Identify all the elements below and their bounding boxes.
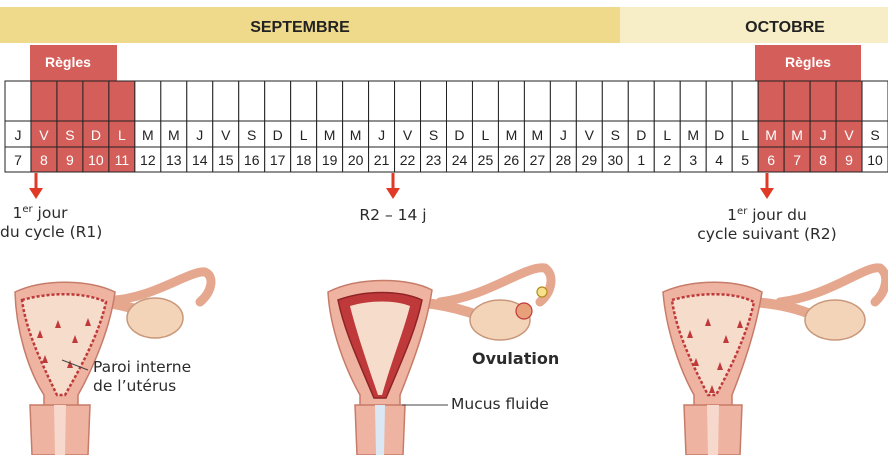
- arrow-r2-head: [760, 188, 774, 199]
- ovary-right: [805, 300, 865, 340]
- day-letter: L: [482, 127, 490, 143]
- month-label-october: OCTOBRE: [745, 19, 825, 36]
- arrow-mid-head: [386, 188, 400, 199]
- day-number: 18: [296, 152, 312, 168]
- ovum-icon: [537, 287, 547, 297]
- ovulation-label: Ovulation: [472, 349, 559, 368]
- day-number: 3: [689, 152, 697, 168]
- day-letter: M: [765, 127, 777, 143]
- day-letter: M: [532, 127, 544, 143]
- day-number: 26: [504, 152, 520, 168]
- day-number: 1: [637, 152, 645, 168]
- day-letter: S: [247, 127, 256, 143]
- day-number: 17: [270, 152, 286, 168]
- wall-label: Paroi internede l’utérus: [93, 358, 191, 396]
- ovary-left: [127, 298, 183, 338]
- day-letter: V: [39, 127, 49, 143]
- day-letter: S: [429, 127, 438, 143]
- day-number: 21: [374, 152, 390, 168]
- marker-mid-label: R2 – 14 j: [338, 206, 448, 225]
- day-number: 9: [845, 152, 853, 168]
- day-letter: D: [273, 127, 283, 143]
- day-number: 30: [608, 152, 624, 168]
- day-number: 13: [166, 152, 182, 168]
- day-number: 28: [556, 152, 572, 168]
- day-number: 6: [767, 152, 775, 168]
- day-number: 25: [478, 152, 494, 168]
- day-letter: D: [636, 127, 646, 143]
- day-letter: L: [741, 127, 749, 143]
- day-number: 8: [40, 152, 48, 168]
- day-letter: M: [168, 127, 180, 143]
- day-letter: M: [687, 127, 699, 143]
- day-letter: D: [714, 127, 724, 143]
- day-number: 29: [582, 152, 598, 168]
- day-letter: L: [300, 127, 308, 143]
- period-label-september: Règles: [45, 54, 91, 70]
- marker-r2-label: 1er jour du cycle suivant (R2): [672, 206, 862, 244]
- day-letter: M: [506, 127, 518, 143]
- day-number: 11: [115, 152, 130, 168]
- day-letter: L: [663, 127, 671, 143]
- day-number: 22: [400, 152, 416, 168]
- day-number: 19: [322, 152, 338, 168]
- marker-arrows: [29, 173, 774, 199]
- day-number: 24: [452, 152, 468, 168]
- day-letter: J: [560, 127, 567, 143]
- day-letter: S: [611, 127, 620, 143]
- day-number: 5: [741, 152, 749, 168]
- day-number: 10: [88, 152, 104, 168]
- day-number: 12: [140, 152, 156, 168]
- day-letter: S: [870, 127, 879, 143]
- day-number: 20: [348, 152, 364, 168]
- day-letter: V: [585, 127, 595, 143]
- day-letter: L: [118, 127, 126, 143]
- day-number: 16: [244, 152, 260, 168]
- day-number: 4: [715, 152, 723, 168]
- day-number: 7: [14, 152, 22, 168]
- day-letter: J: [820, 127, 827, 143]
- day-letter: M: [142, 127, 154, 143]
- day-letter: S: [65, 127, 74, 143]
- day-number: 15: [218, 152, 234, 168]
- day-letter: J: [14, 127, 21, 143]
- month-label-september: SEPTEMBRE: [250, 19, 350, 36]
- day-letter: M: [791, 127, 803, 143]
- day-letter: J: [378, 127, 385, 143]
- day-number: 2: [663, 152, 671, 168]
- day-letter: V: [221, 127, 231, 143]
- mucus-label: Mucus fluide: [451, 395, 549, 414]
- day-letter: V: [403, 127, 413, 143]
- arrow-r1-head: [29, 188, 43, 199]
- day-number: 14: [192, 152, 208, 168]
- day-number: 8: [819, 152, 827, 168]
- day-letter: J: [196, 127, 203, 143]
- day-number: 27: [530, 152, 546, 168]
- marker-r1-label: 1er jour du cycle (R1): [0, 204, 80, 242]
- calendar-grid: J7V8S9D10L11M12M13J14V15S16D17L18M19M20J…: [5, 81, 888, 172]
- day-letter: M: [350, 127, 362, 143]
- day-number: 23: [426, 152, 442, 168]
- day-letter: V: [844, 127, 854, 143]
- day-number: 9: [66, 152, 74, 168]
- day-letter: M: [324, 127, 336, 143]
- day-number: 10: [867, 152, 883, 168]
- period-label-october: Règles: [785, 54, 831, 70]
- day-letter: D: [91, 127, 101, 143]
- day-letter: D: [454, 127, 464, 143]
- uterus-illustration-next-cycle: [663, 268, 886, 455]
- day-number: 7: [793, 152, 801, 168]
